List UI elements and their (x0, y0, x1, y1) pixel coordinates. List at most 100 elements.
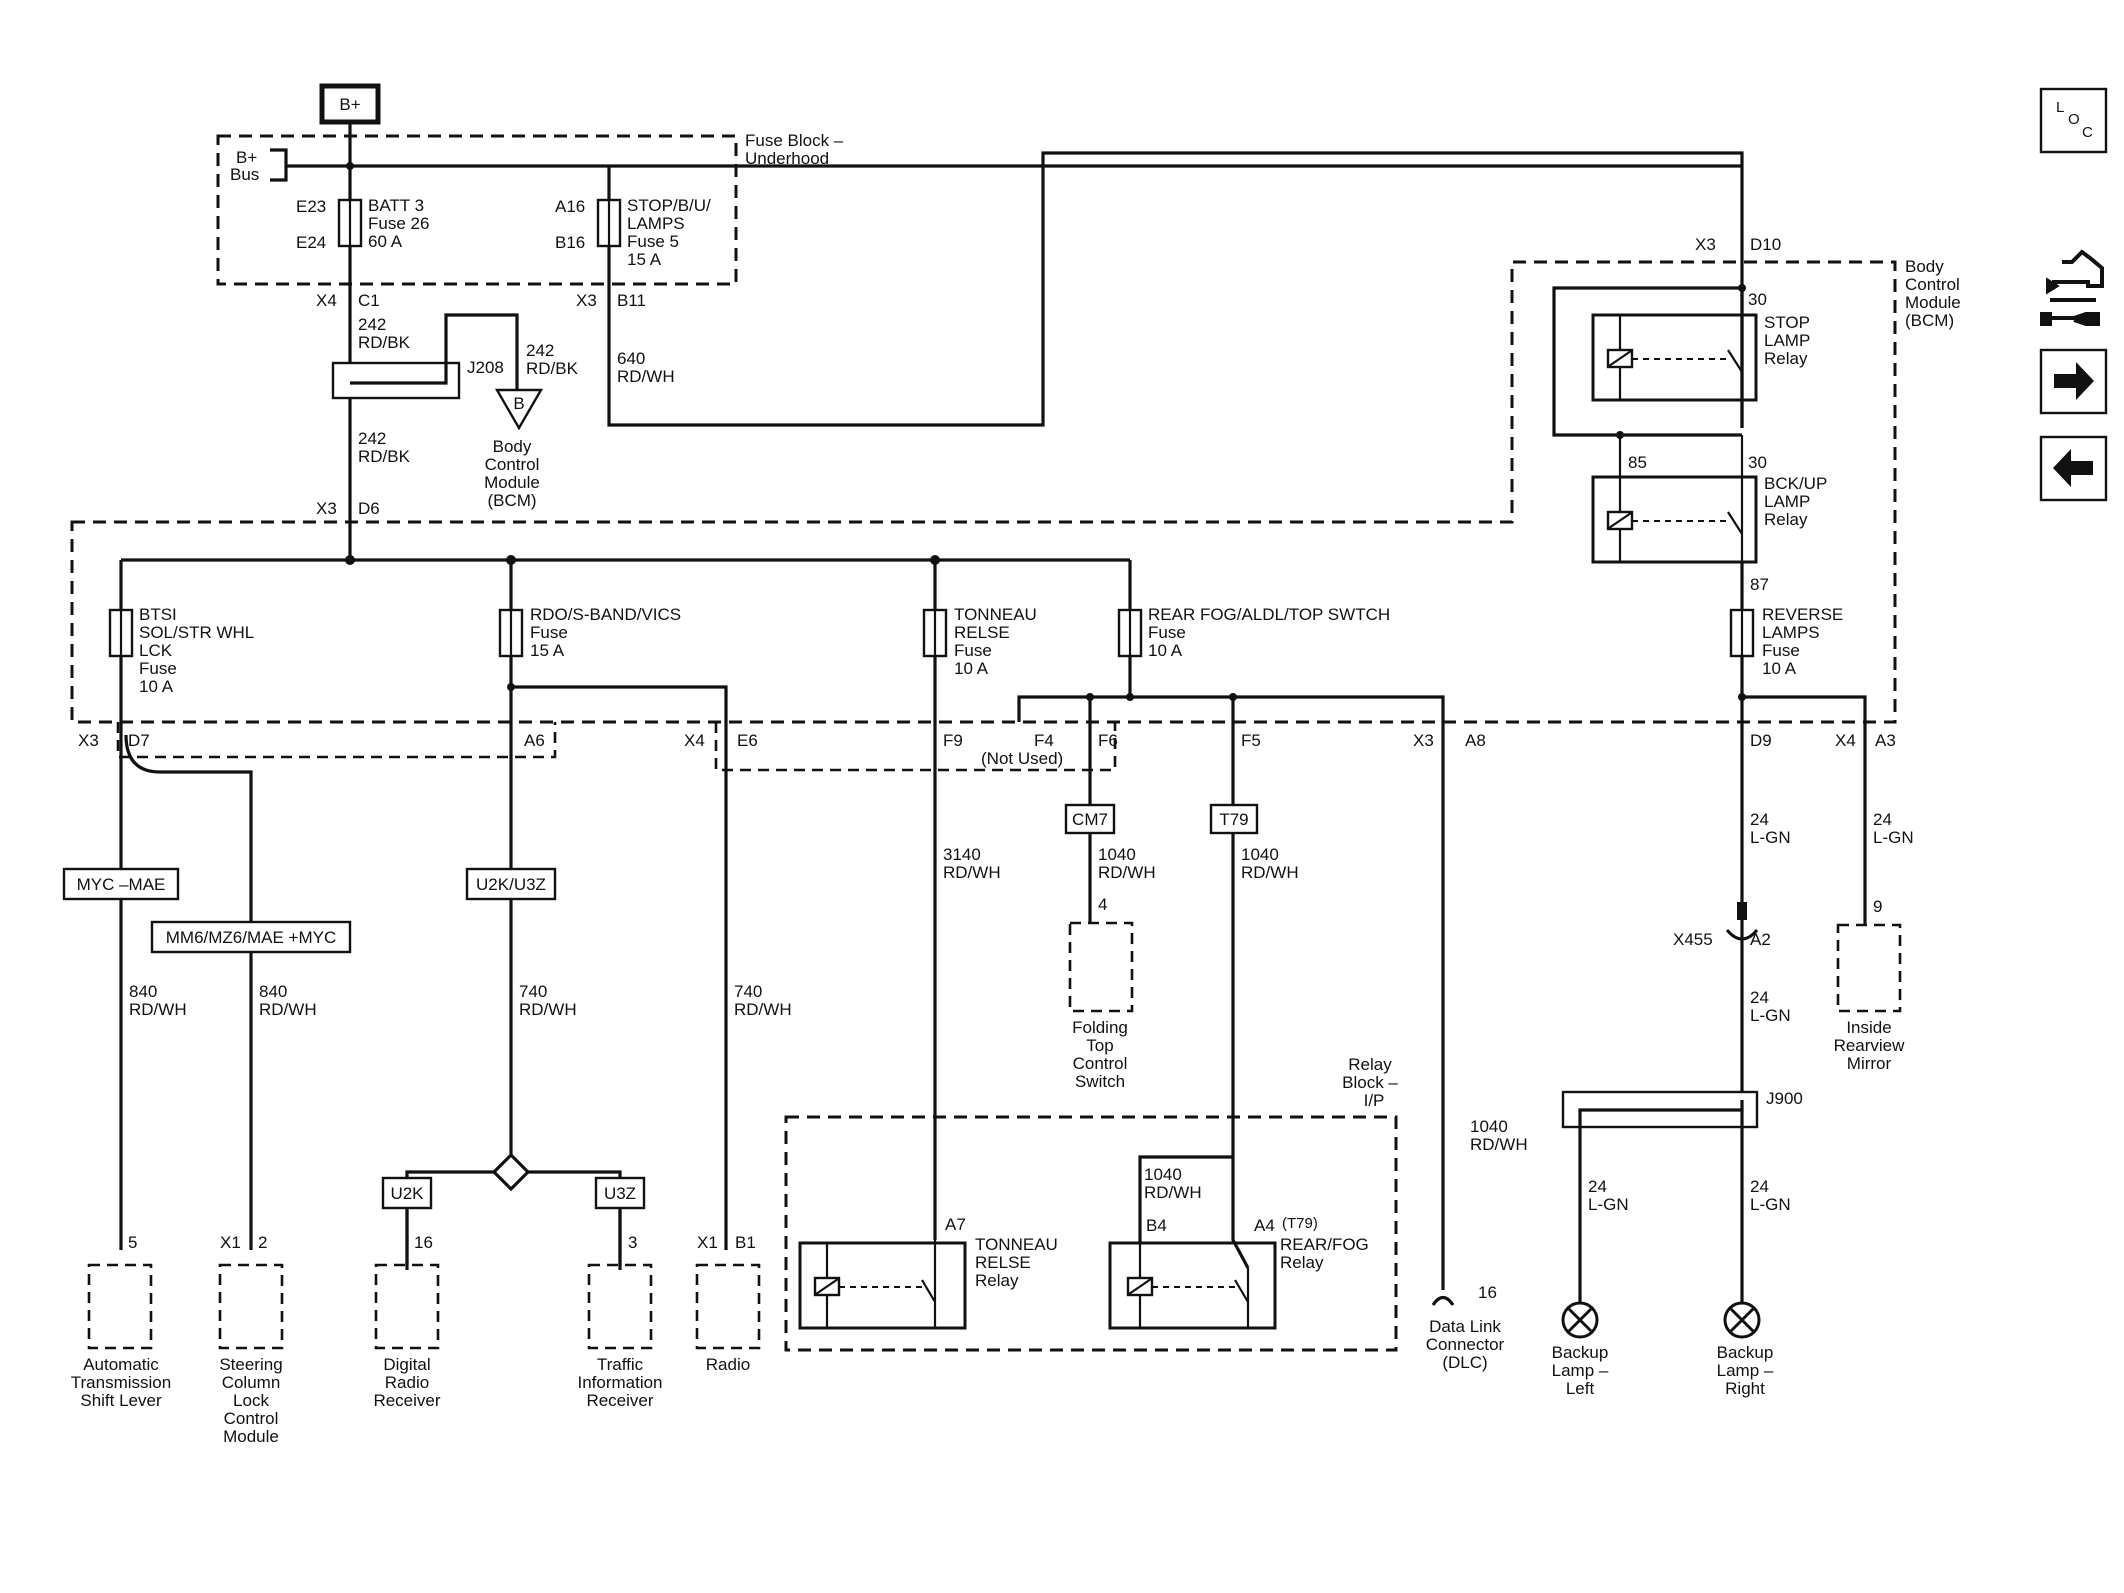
comp-digital-radio (374, 1263, 440, 1350)
rdo-to-radio (511, 685, 728, 1250)
arrow-right-icon (2054, 362, 2094, 400)
rearfog-pin-b4: B4 (1146, 1216, 1167, 1235)
w3140-1: 3140 (943, 845, 981, 864)
loc-l: L (2056, 99, 2064, 116)
digital-radio-pin: 16 (414, 1233, 433, 1252)
digital-radio-l2: Radio (385, 1373, 429, 1392)
w24e-1: 24 (1750, 1177, 1769, 1196)
folding-l1: Folding (1072, 1018, 1128, 1037)
tonneau-l3: Fuse (954, 641, 992, 660)
b-plus-bus-label-1: B+ (236, 148, 257, 167)
tag-u3z (594, 1176, 646, 1210)
ground-b-l3: Module (484, 473, 540, 492)
bck-pin-30: 30 (1748, 453, 1767, 472)
mirror-l2: Rearview (1834, 1036, 1906, 1055)
w24a-1: 24 (1750, 810, 1769, 829)
w1040b-1: 1040 (1241, 845, 1279, 864)
conn-x3-d7-b: D7 (128, 731, 150, 750)
e23-label: E23 (296, 197, 326, 216)
tag-u2k (381, 1176, 433, 1210)
reverse-l3: Fuse (1762, 641, 1800, 660)
folding-l3: Control (1073, 1054, 1128, 1073)
tonneau-relay-l2: RELSE (975, 1253, 1031, 1272)
batt3-line3: 60 A (368, 232, 403, 251)
conn-x4-a3-a: X4 (1835, 731, 1856, 750)
x4-c1-b: C1 (358, 291, 380, 310)
w1040c-2: RD/WH (1144, 1183, 1202, 1202)
w24c-2: L-GN (1750, 1006, 1791, 1025)
loc-button[interactable]: L O C (2039, 87, 2108, 154)
w24c-1: 24 (1750, 988, 1769, 1007)
ats-pin: 5 (128, 1233, 137, 1252)
vehicle-tool-icon[interactable] (2040, 249, 2104, 326)
fuse-block-outline (216, 134, 738, 286)
radio-pin-x1: X1 (697, 1233, 718, 1252)
rdo-l1: RDO/S-BAND/VICS (530, 605, 681, 624)
dlc-connector (1431, 1295, 1455, 1306)
tonneau-relay-pin: A7 (945, 1215, 966, 1234)
j900-label: J900 (1766, 1089, 1803, 1108)
next-page-button[interactable] (2039, 348, 2108, 415)
w1040d-2: RD/WH (1470, 1135, 1528, 1154)
splice-j208 (331, 361, 461, 400)
tonneau-relay-l1: TONNEAU (975, 1235, 1058, 1254)
ground-b-l4: (BCM) (487, 491, 536, 510)
backup-right-l3: Right (1725, 1379, 1765, 1398)
btsi-to-steering (124, 734, 253, 1250)
b-plus-bus-bracket (270, 148, 288, 182)
stop-lamp-relay (1591, 313, 1758, 402)
w740a-2: RD/WH (519, 1000, 577, 1019)
btsi-l1: BTSI (139, 605, 177, 624)
fuse-block-title-1: Fuse Block – (745, 131, 844, 150)
b-plus-label: B+ (339, 95, 360, 114)
backup-right-l2: Lamp – (1717, 1361, 1774, 1380)
rearfog-relay (1108, 1241, 1277, 1330)
digital-radio-l3: Receiver (373, 1391, 440, 1410)
w640-1: 640 (617, 349, 645, 368)
bcm-title-3: Module (1905, 293, 1961, 312)
tag-mm6-text: MM6/MZ6/MAE +MYC (166, 928, 337, 947)
btsi-l3: LCK (139, 641, 173, 660)
steering-l1: Steering (219, 1355, 282, 1374)
steering-l2: Column (222, 1373, 281, 1392)
bcm-connector-strip-mid (714, 722, 1117, 772)
prev-page-button[interactable] (2039, 435, 2108, 502)
backup-right-l1: Backup (1717, 1343, 1774, 1362)
w3140-2: RD/WH (943, 863, 1001, 882)
ats-l3: Shift Lever (80, 1391, 162, 1410)
w24d-1: 24 (1588, 1177, 1607, 1196)
conn-x4-e6-a: X4 (684, 731, 705, 750)
rdo-l2: Fuse (530, 623, 568, 642)
digital-radio-l1: Digital (383, 1355, 430, 1374)
conn-f4: F4 (1034, 731, 1054, 750)
traffic-pin: 3 (628, 1233, 637, 1252)
conn-x3-a8-a: X3 (1413, 731, 1434, 750)
dlc-l3: (DLC) (1442, 1353, 1487, 1372)
w740b-1: 740 (734, 982, 762, 1001)
bcm-d10: D10 (1750, 235, 1781, 254)
backup-left-l3: Left (1566, 1379, 1595, 1398)
comp-steering-lock (218, 1263, 284, 1350)
conn-x4-e6-b: E6 (737, 731, 758, 750)
x3-d6-a: X3 (316, 499, 337, 518)
conn-f6: F6 (1098, 731, 1118, 750)
relay-block-outline (784, 1115, 1398, 1352)
x4-c1-a: X4 (316, 291, 337, 310)
ground-b-symbol: B (513, 394, 524, 413)
ats-l1: Automatic (83, 1355, 159, 1374)
bcm-title-2: Control (1905, 275, 1960, 294)
w740a-1: 740 (519, 982, 547, 1001)
b-plus-bus-label-2: Bus (230, 165, 259, 184)
rearfog-l1: REAR FOG/ALDL/TOP SWTCH (1148, 605, 1390, 624)
w1040c-1: 1040 (1144, 1165, 1182, 1184)
ground-b-l1: Body (493, 437, 532, 456)
w840a-1: 840 (129, 982, 157, 1001)
conn-f5: F5 (1241, 731, 1261, 750)
loc-o: O (2068, 111, 2080, 128)
conn-x3-d7-a: X3 (78, 731, 99, 750)
conn-not-used: (Not Used) (981, 749, 1063, 768)
w1040b-2: RD/WH (1241, 863, 1299, 882)
stopbu-line1: STOP/B/U/ (627, 196, 711, 215)
rearfog-l2: Fuse (1148, 623, 1186, 642)
tonneau-l4: 10 A (954, 659, 989, 678)
